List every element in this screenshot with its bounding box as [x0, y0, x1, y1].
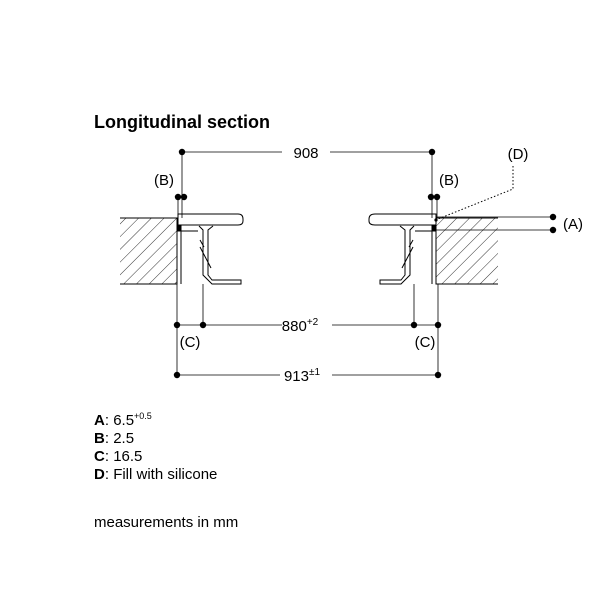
right-hob-edge: [368, 213, 437, 284]
legend-item-a: A: 6.5+0.5: [94, 411, 152, 430]
b-marker-left: (B): [154, 172, 188, 218]
diagram-title: Longitudinal section: [94, 112, 270, 132]
left-bracket: [198, 225, 242, 285]
dimension-908-label: 908: [293, 145, 318, 162]
dimension-908: 908: [178, 145, 436, 218]
units-note: measurements in mm: [94, 514, 239, 531]
dimension-880: 880+2 (C) (C): [173, 317, 442, 351]
b-marker-right: (B): [427, 172, 459, 218]
callout-c-right: (C): [415, 334, 436, 351]
legend: A: 6.5+0.5 B: 2.5 C: 16.5 D: Fill with s…: [94, 412, 217, 484]
callout-d-group: (D): [437, 146, 529, 220]
silicone-point: [434, 218, 438, 222]
dimension-913-label: 913±1: [284, 367, 321, 385]
left-worktop: [120, 217, 178, 285]
left-hob-edge: [177, 213, 244, 284]
extension-lines: [176, 284, 439, 375]
legend-item-d: D: Fill with silicone: [94, 466, 218, 483]
dimension-913: 913±1: [173, 367, 442, 385]
callout-b-right: (B): [439, 172, 459, 189]
right-worktop: [435, 217, 498, 285]
callout-a-group: (A): [436, 213, 583, 234]
dimension-880-label: 880+2: [282, 317, 319, 335]
callout-b-left: (B): [154, 172, 174, 189]
callout-a: (A): [563, 216, 583, 233]
legend-item-c: C: 16.5: [94, 448, 143, 465]
right-bracket: [379, 225, 415, 285]
legend-item-b: B: 2.5: [94, 430, 135, 447]
callout-c-left: (C): [180, 334, 201, 351]
callout-d: (D): [508, 146, 529, 163]
